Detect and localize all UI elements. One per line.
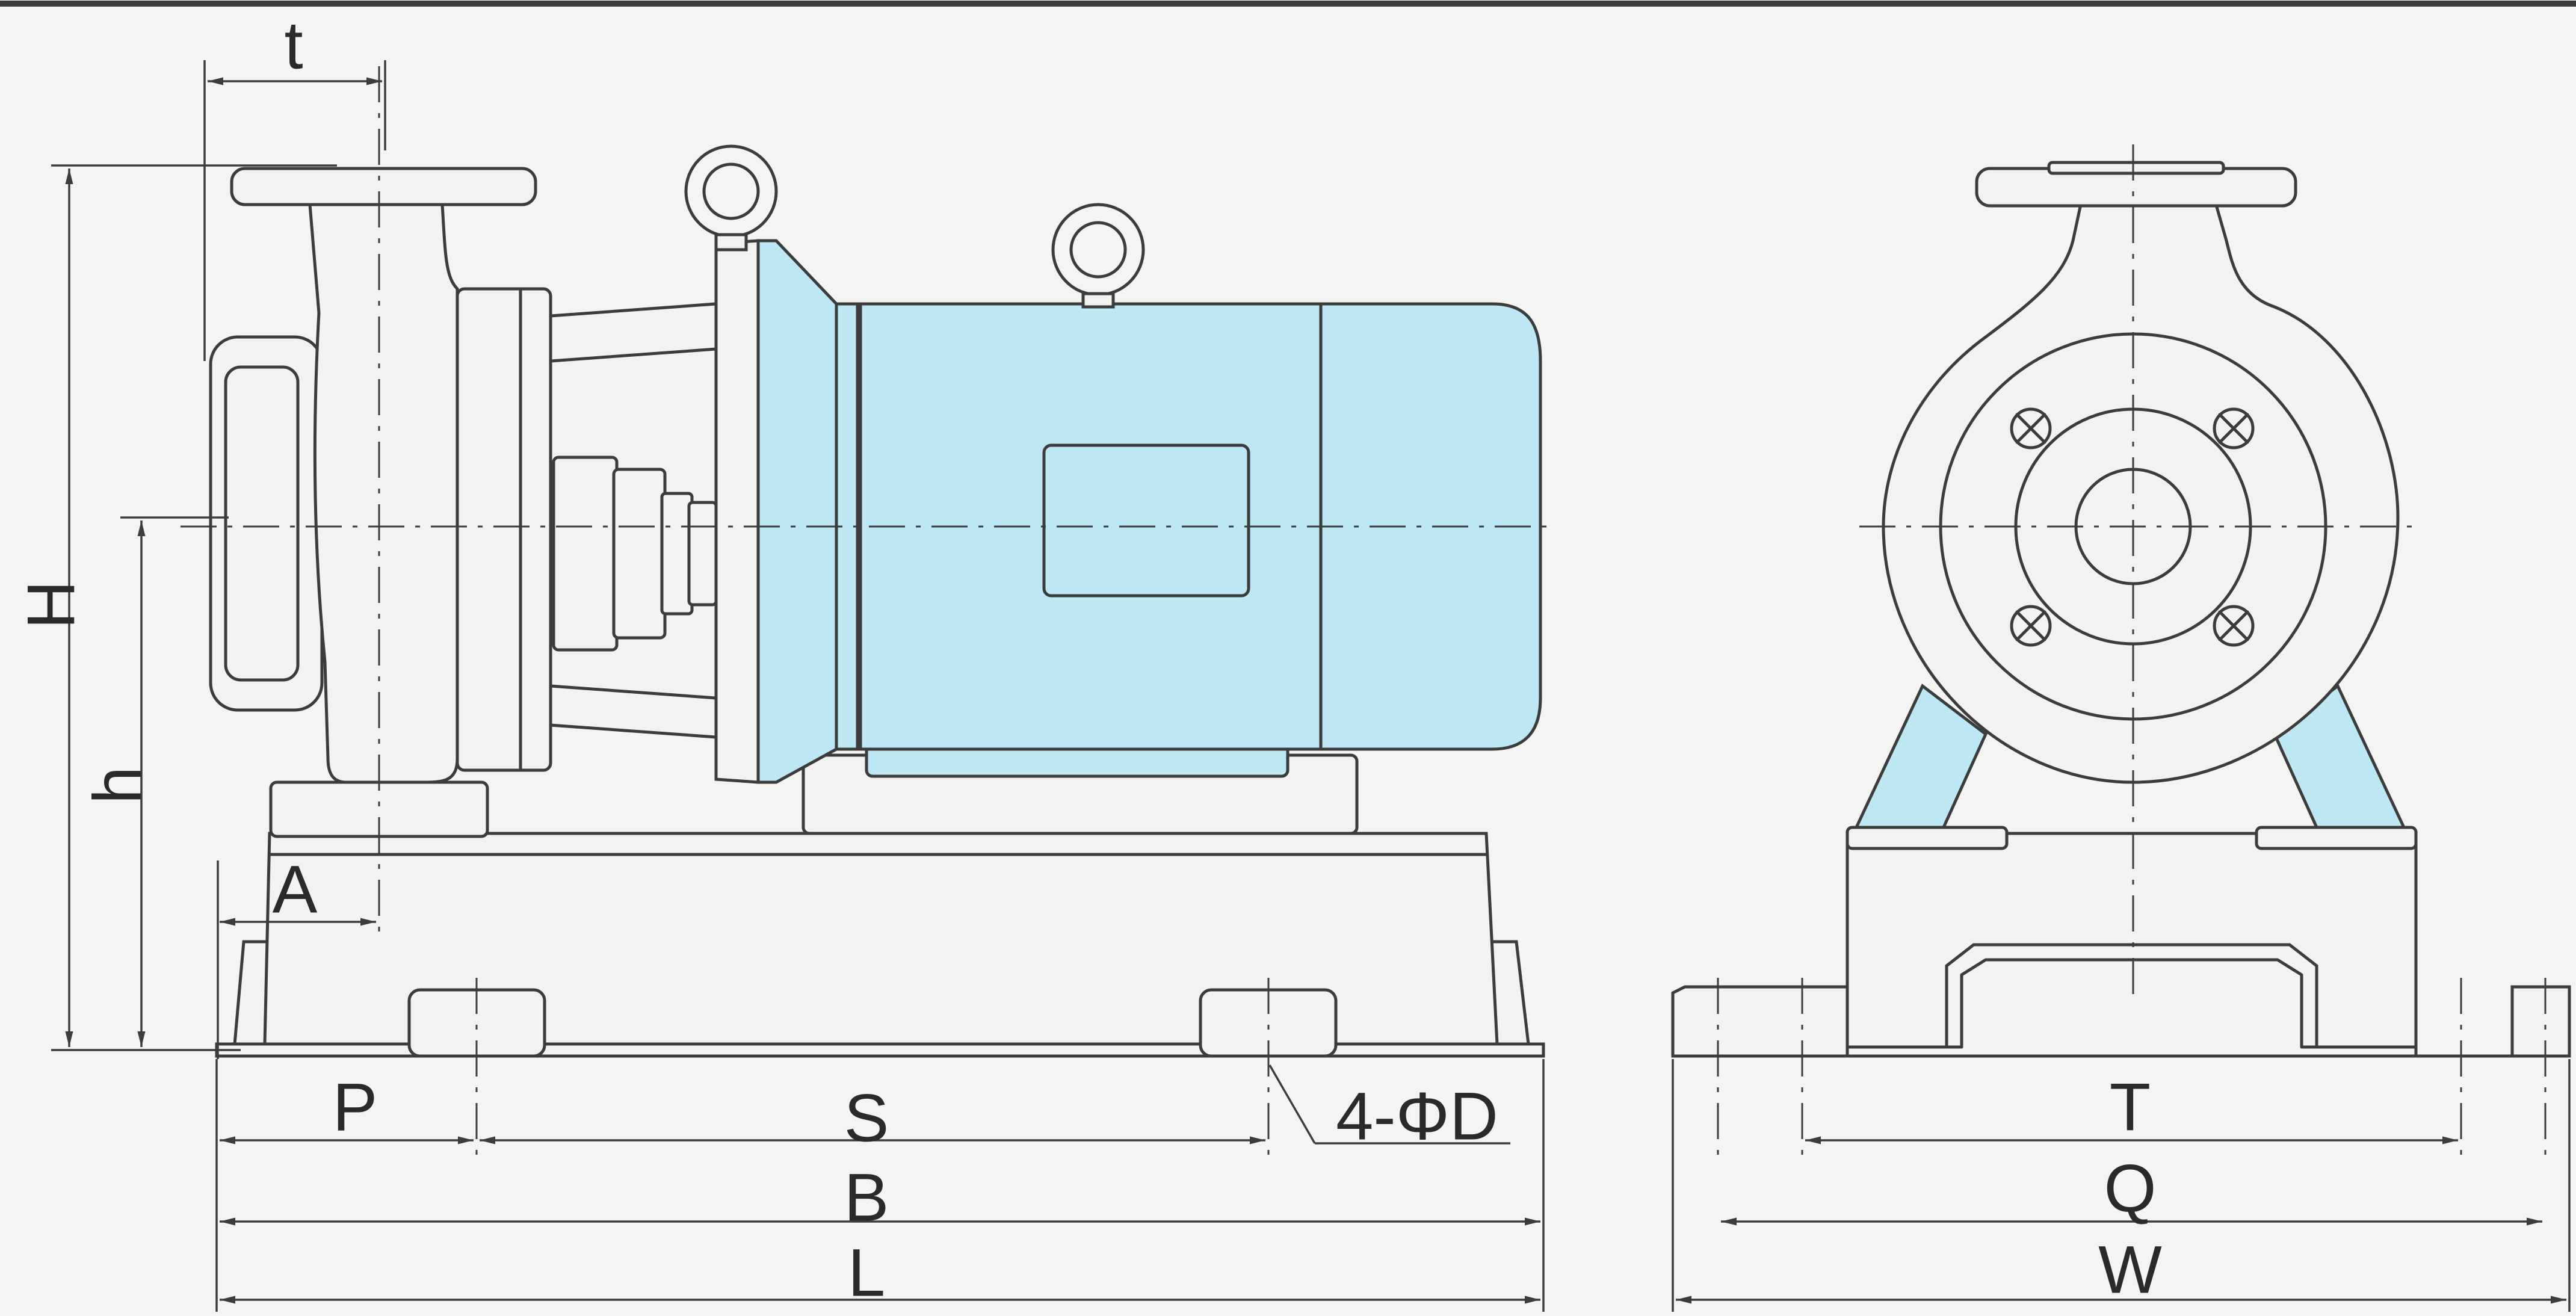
dimension-Q: Q [1721, 1151, 2542, 1226]
bolt-icon [2010, 605, 2052, 647]
side-view: t H h A P S [14, 8, 1552, 1312]
base-plate [215, 832, 1545, 1164]
svg-text:P: P [333, 1070, 378, 1145]
end-view: T Q W [1671, 144, 2571, 1312]
svg-text:Q: Q [2104, 1151, 2156, 1226]
svg-text:B: B [844, 1160, 889, 1235]
lifting-eye-icon [684, 144, 778, 252]
end-view-casing [1882, 161, 2400, 784]
svg-text:W: W [2098, 1232, 2162, 1308]
dimension-t: t [203, 8, 386, 361]
dimension-P: P [220, 1070, 474, 1145]
dimension-B: B [220, 1160, 1540, 1235]
bolt-icon [2010, 407, 2052, 449]
svg-text:H: H [14, 581, 89, 629]
dimension-h: h [80, 516, 229, 1047]
lifting-eye-icon [1051, 203, 1145, 309]
support-leg-left [1854, 684, 1988, 829]
dimension-L: L [220, 1235, 1540, 1311]
svg-text:A: A [273, 852, 318, 927]
bolt-icon [2213, 407, 2255, 449]
dimension-W: W [1676, 1232, 2566, 1308]
dimension-H: H [14, 164, 337, 1051]
terminal-box [1042, 443, 1250, 598]
svg-text:T: T [2110, 1070, 2151, 1145]
svg-text:L: L [848, 1235, 885, 1311]
pump-casing [209, 167, 552, 838]
svg-text:t: t [284, 8, 303, 83]
end-view-base [1671, 826, 2571, 1164]
motor [684, 144, 1542, 835]
svg-text:S: S [844, 1081, 889, 1156]
dimension-T: T [1805, 1070, 2458, 1145]
bolt-icon [2213, 605, 2255, 647]
hole-callout: 4-ΦD [1268, 1064, 1510, 1154]
dimension-A: A [217, 852, 376, 1059]
bearing-bracket [549, 302, 718, 739]
svg-text:h: h [80, 767, 155, 804]
dimension-S: S [480, 1081, 1265, 1156]
svg-text:4-ΦD: 4-ΦD [1336, 1079, 1498, 1154]
